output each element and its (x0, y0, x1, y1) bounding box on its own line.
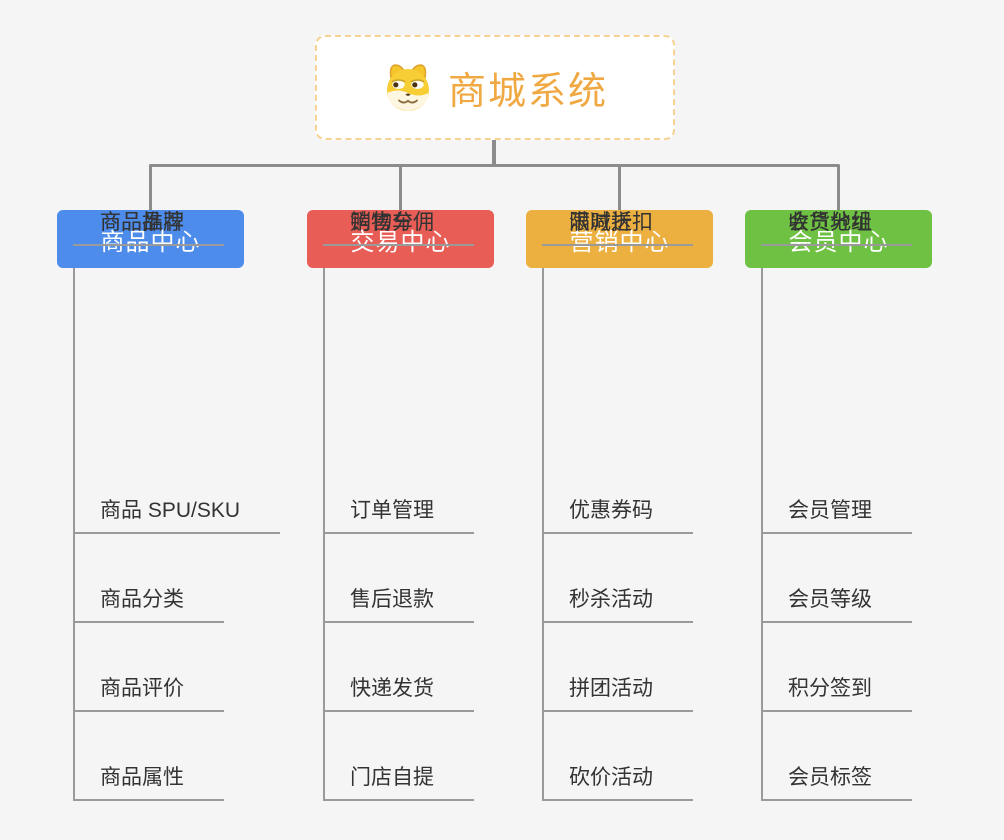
node-order-management[interactable]: 订单管理 (323, 498, 474, 534)
node-spend-and-save[interactable]: 满减送 (542, 210, 672, 246)
connector-drop-marketing (618, 165, 621, 211)
branch-trunk-line (73, 268, 75, 801)
node-product-brand[interactable]: 商品品牌 (73, 210, 224, 246)
root-node-mall-system[interactable]: 商城系统 (315, 35, 675, 140)
node-member-management[interactable]: 会员管理 (761, 498, 912, 534)
node-bargain-activity[interactable]: 砍价活动 (542, 765, 693, 801)
branch-header-product-center[interactable]: 商品中心 (57, 210, 244, 268)
connector-drop-trade (399, 165, 402, 211)
branch-trunk-line (323, 268, 325, 801)
node-product-category[interactable]: 商品分类 (73, 587, 224, 623)
branch-header-marketing-center[interactable]: 营销中心 (526, 210, 713, 268)
node-product-review[interactable]: 商品评价 (73, 676, 224, 712)
doge-dog-icon (386, 63, 429, 111)
connector-drop-member (837, 165, 840, 211)
node-group-buy[interactable]: 拼团活动 (542, 676, 693, 712)
node-aftersale-refund[interactable]: 售后退款 (323, 587, 474, 623)
node-member-tag[interactable]: 会员标签 (761, 765, 912, 801)
root-title: 商城系统 (447, 71, 608, 113)
root-connector-stub (492, 140, 496, 166)
branch-header-member-center[interactable]: 会员中心 (745, 210, 932, 268)
branch-trade-center: 交易中心 订单管理 售后退款 快递发货 门店自提 购物车 销售分佣 (307, 210, 494, 810)
node-member-level[interactable]: 会员等级 (761, 587, 912, 623)
node-coupon-code[interactable]: 优惠券码 (542, 498, 693, 534)
node-flash-sale[interactable]: 秒杀活动 (542, 587, 693, 623)
connector-bus-line (149, 164, 840, 167)
node-product-attribute[interactable]: 商品属性 (73, 765, 224, 801)
branch-trunk-line (761, 268, 763, 801)
node-points-checkin[interactable]: 积分签到 (761, 676, 912, 712)
node-express-delivery[interactable]: 快递发货 (323, 676, 474, 712)
branch-member-center: 会员中心 会员管理 会员等级 积分签到 会员标签 会员分组 收货地址 (745, 210, 932, 810)
branch-trunk-line (542, 268, 544, 801)
node-product-spu-sku[interactable]: 商品 SPU/SKU (73, 498, 281, 534)
branch-header-trade-center[interactable]: 交易中心 (307, 210, 494, 268)
node-sales-commission[interactable]: 销售分佣 (323, 210, 474, 246)
node-store-pickup[interactable]: 门店自提 (323, 765, 474, 801)
connector-drop-product (149, 165, 152, 211)
node-shipping-address[interactable]: 收货地址 (761, 210, 912, 246)
branch-marketing-center: 营销中心 优惠券码 秒杀活动 拼团活动 砍价活动 限时折扣 满减送 (526, 210, 713, 810)
branch-product-center: 商品中心 商品 SPU/SKU 商品分类 商品评价 商品属性 商品推荐 商品品牌 (57, 210, 281, 810)
